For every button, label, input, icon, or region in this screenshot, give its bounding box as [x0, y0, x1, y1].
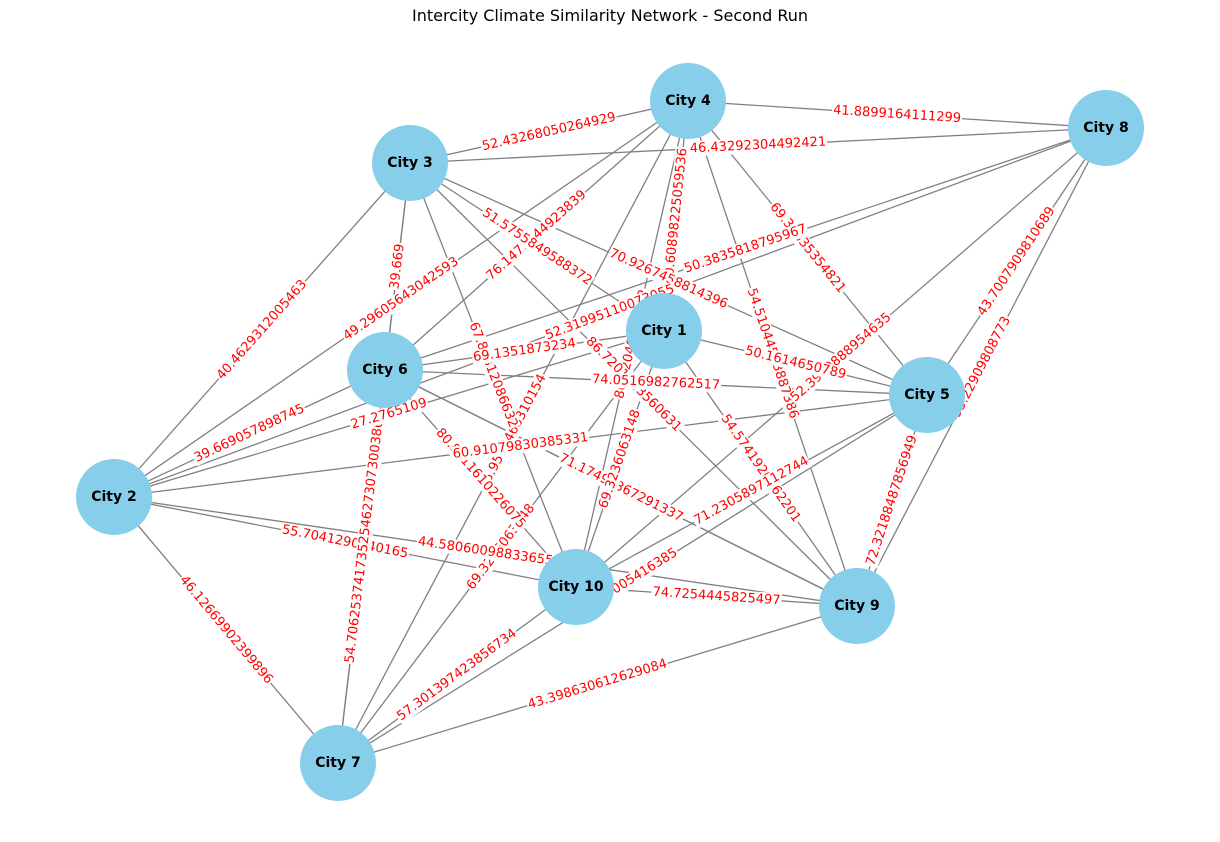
node-label-city-8: City 8 — [1083, 120, 1129, 136]
edge-label: 43.7007909810689 — [975, 204, 1059, 319]
edge-label-background — [765, 199, 850, 297]
edge-label-background — [542, 281, 678, 344]
edge-label-background — [348, 395, 430, 433]
edge-label-background — [471, 335, 578, 366]
edge-label: 46.43292304492421 — [689, 135, 826, 157]
edge-label-background — [688, 134, 828, 157]
node-city-10 — [538, 549, 614, 625]
edge-label: 46.12669902399896 — [176, 573, 275, 687]
edge-label-background — [478, 204, 596, 290]
node-label-city-7: City 7 — [315, 755, 361, 771]
edge-label-background — [191, 400, 308, 467]
node-label-city-6: City 6 — [362, 362, 408, 378]
node-city-2 — [76, 459, 152, 535]
graph-title: Intercity Climate Similarity Network - S… — [411, 6, 809, 25]
edge-label-background — [465, 319, 521, 431]
edge-label-group: 52.43268050264929 — [479, 109, 619, 155]
edge-label-background — [279, 522, 411, 562]
edge-label-background — [651, 584, 782, 609]
edge-label-background — [555, 450, 687, 526]
edge-label: 43.398630612629084 — [526, 656, 669, 712]
edge-label-group: 55.7041290140165 — [279, 522, 411, 562]
edge-label: 41.8899164111299 — [833, 103, 962, 126]
node-city-4 — [650, 63, 726, 139]
edge-label-background — [175, 572, 277, 688]
edge-label-background — [342, 468, 381, 665]
edge-label-group: 54.706253741735254627307 — [342, 468, 381, 665]
edge-label: 52.43268050264929 — [481, 110, 617, 154]
node-label-city-5: City 5 — [904, 387, 950, 403]
edge-label-group: 74.7254445825497 — [651, 584, 782, 609]
edge-label-background — [479, 109, 619, 155]
edge-label-background — [831, 102, 963, 127]
edge-label-group: 40.4629312005463 — [213, 276, 311, 384]
edge-label: 74.7254445825497 — [652, 585, 781, 609]
edge-label: 67.83812086632 — [466, 320, 521, 429]
edge-label: 54.706253741735254627307 — [343, 469, 381, 664]
edge-label-background — [482, 186, 591, 285]
edge-label-background — [525, 656, 670, 713]
edge-label-background — [590, 372, 722, 393]
edge-label-group: 39.669 — [387, 242, 408, 291]
edge-label-background — [213, 276, 311, 384]
edge-label-group: 57.301397423856734 — [393, 625, 521, 725]
edge-label-background — [415, 534, 556, 569]
edge-label-background — [450, 429, 591, 463]
node-city-1 — [626, 293, 702, 369]
node-label-city-9: City 9 — [834, 598, 880, 614]
edge-label-background — [475, 370, 551, 494]
edge-label: 50.3835818795967 — [682, 221, 808, 276]
edge-label-group: 46.43292304492421 — [688, 134, 828, 157]
edge-label-background — [948, 313, 1015, 421]
node-city-5 — [889, 357, 965, 433]
node-city-6 — [347, 332, 423, 408]
node-label-city-4: City 4 — [665, 93, 711, 109]
node-label-city-1: City 1 — [641, 323, 687, 339]
edge-label-background — [974, 203, 1059, 320]
edge-label-background — [690, 453, 813, 529]
node-label-city-10: City 10 — [548, 579, 604, 595]
edge-label-background — [339, 253, 463, 345]
edge-label: 39.669 — [387, 243, 407, 290]
edge-label-background — [606, 245, 731, 313]
edge-label-background — [681, 221, 810, 277]
edge-label: 55.7041290140165 — [281, 522, 410, 561]
edge-label-background — [661, 146, 691, 286]
edge-label-background — [863, 432, 921, 569]
edge-label-background — [387, 242, 408, 291]
edge-label-group: 69.31835354821 — [765, 199, 850, 297]
edge-label-background — [716, 410, 805, 527]
edge-label-group: 43.398630612629084 — [525, 656, 670, 713]
node-city-3 — [372, 125, 448, 201]
edge-label: 74.0516982762517 — [592, 372, 721, 393]
edge-label-background — [393, 625, 521, 725]
edge-label: 57.301397423856734 — [394, 626, 519, 724]
node-label-city-2: City 2 — [91, 489, 137, 505]
edge-label-background — [786, 309, 896, 406]
edge-label-group: 74.0516982762517 — [590, 372, 722, 393]
edge-label-group: 50.3835818795967 — [681, 221, 810, 277]
node-city-8 — [1068, 90, 1144, 166]
edge-label-group: 46.12669902399896 — [175, 572, 277, 688]
edge-label-group: 41.8899164111299 — [831, 102, 963, 127]
node-label-city-3: City 3 — [387, 155, 433, 171]
edge-label: 40.4629312005463 — [214, 277, 310, 383]
node-city-9 — [819, 568, 895, 644]
edge-label-background — [595, 406, 645, 512]
edge-label: 69.31835354821 — [766, 200, 848, 296]
edge-label-background — [742, 343, 849, 383]
nodes-layer: City 1 City 2 City 3 City 4 City 5 City 6 City… — [76, 63, 1144, 801]
node-city-7 — [300, 725, 376, 801]
edge-label-group: 43.7007909810689 — [974, 203, 1059, 320]
